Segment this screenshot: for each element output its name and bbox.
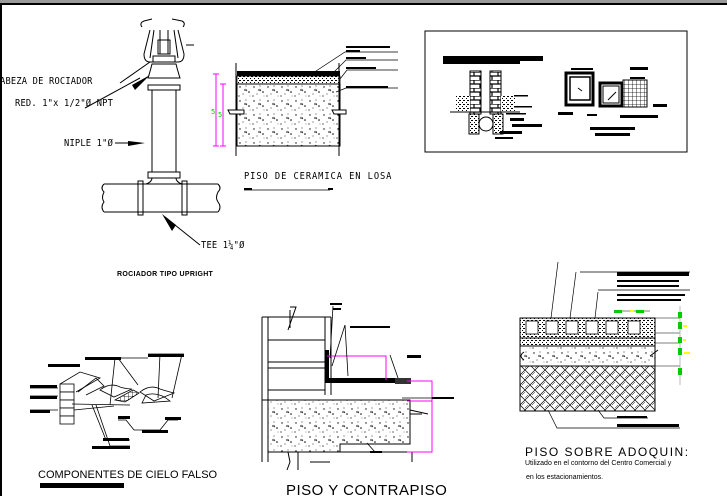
sprinkler-deflector: [140, 18, 185, 28]
paver-floor-detail: [519, 261, 690, 429]
label-reducer: RED. 1"x 1/2"Ø NPT: [15, 98, 114, 109]
label-nipple: NIPLE 1"Ø: [64, 138, 114, 149]
title-ceramic-floor: PISO DE CERAMICA EN LOSA: [244, 171, 393, 182]
sprinkler-main-pipe: [104, 183, 218, 213]
sprinkler-nipple: [151, 90, 177, 172]
ceiling-label-bars: [30, 354, 184, 488]
ceramic-floor-detail: [213, 46, 398, 191]
title-ceiling-components: COMPONENTES DE CIELO FALSO: [38, 469, 218, 481]
title-paver-floor: PISO SOBRE ADOQUIN:: [525, 445, 690, 459]
paver-note-line-2: en los estacionamientos.: [526, 474, 604, 481]
dimension-text-1: 5: [211, 108, 215, 116]
title-sprinkler: ROCIADOR TIPO UPRIGHT: [117, 271, 214, 278]
paver-note-line-1: Utilizado en el contorno del Centro Come…: [525, 460, 672, 467]
sprinkler-flange-top: [147, 84, 181, 91]
dimension-text-2: 5: [218, 111, 222, 119]
label-tee: TEE 1¼"Ø: [201, 240, 245, 251]
sprinkler-arrows: [128, 75, 176, 231]
title-subfloor: PISO Y CONTRAPISO: [286, 482, 448, 499]
subfloor-detail: [261, 303, 454, 471]
wall-detail-panel: [424, 30, 688, 153]
sprinkler-detail: [84, 18, 221, 246]
label-sprinkler-head: ABEZA DE ROCIADOR: [0, 76, 93, 87]
